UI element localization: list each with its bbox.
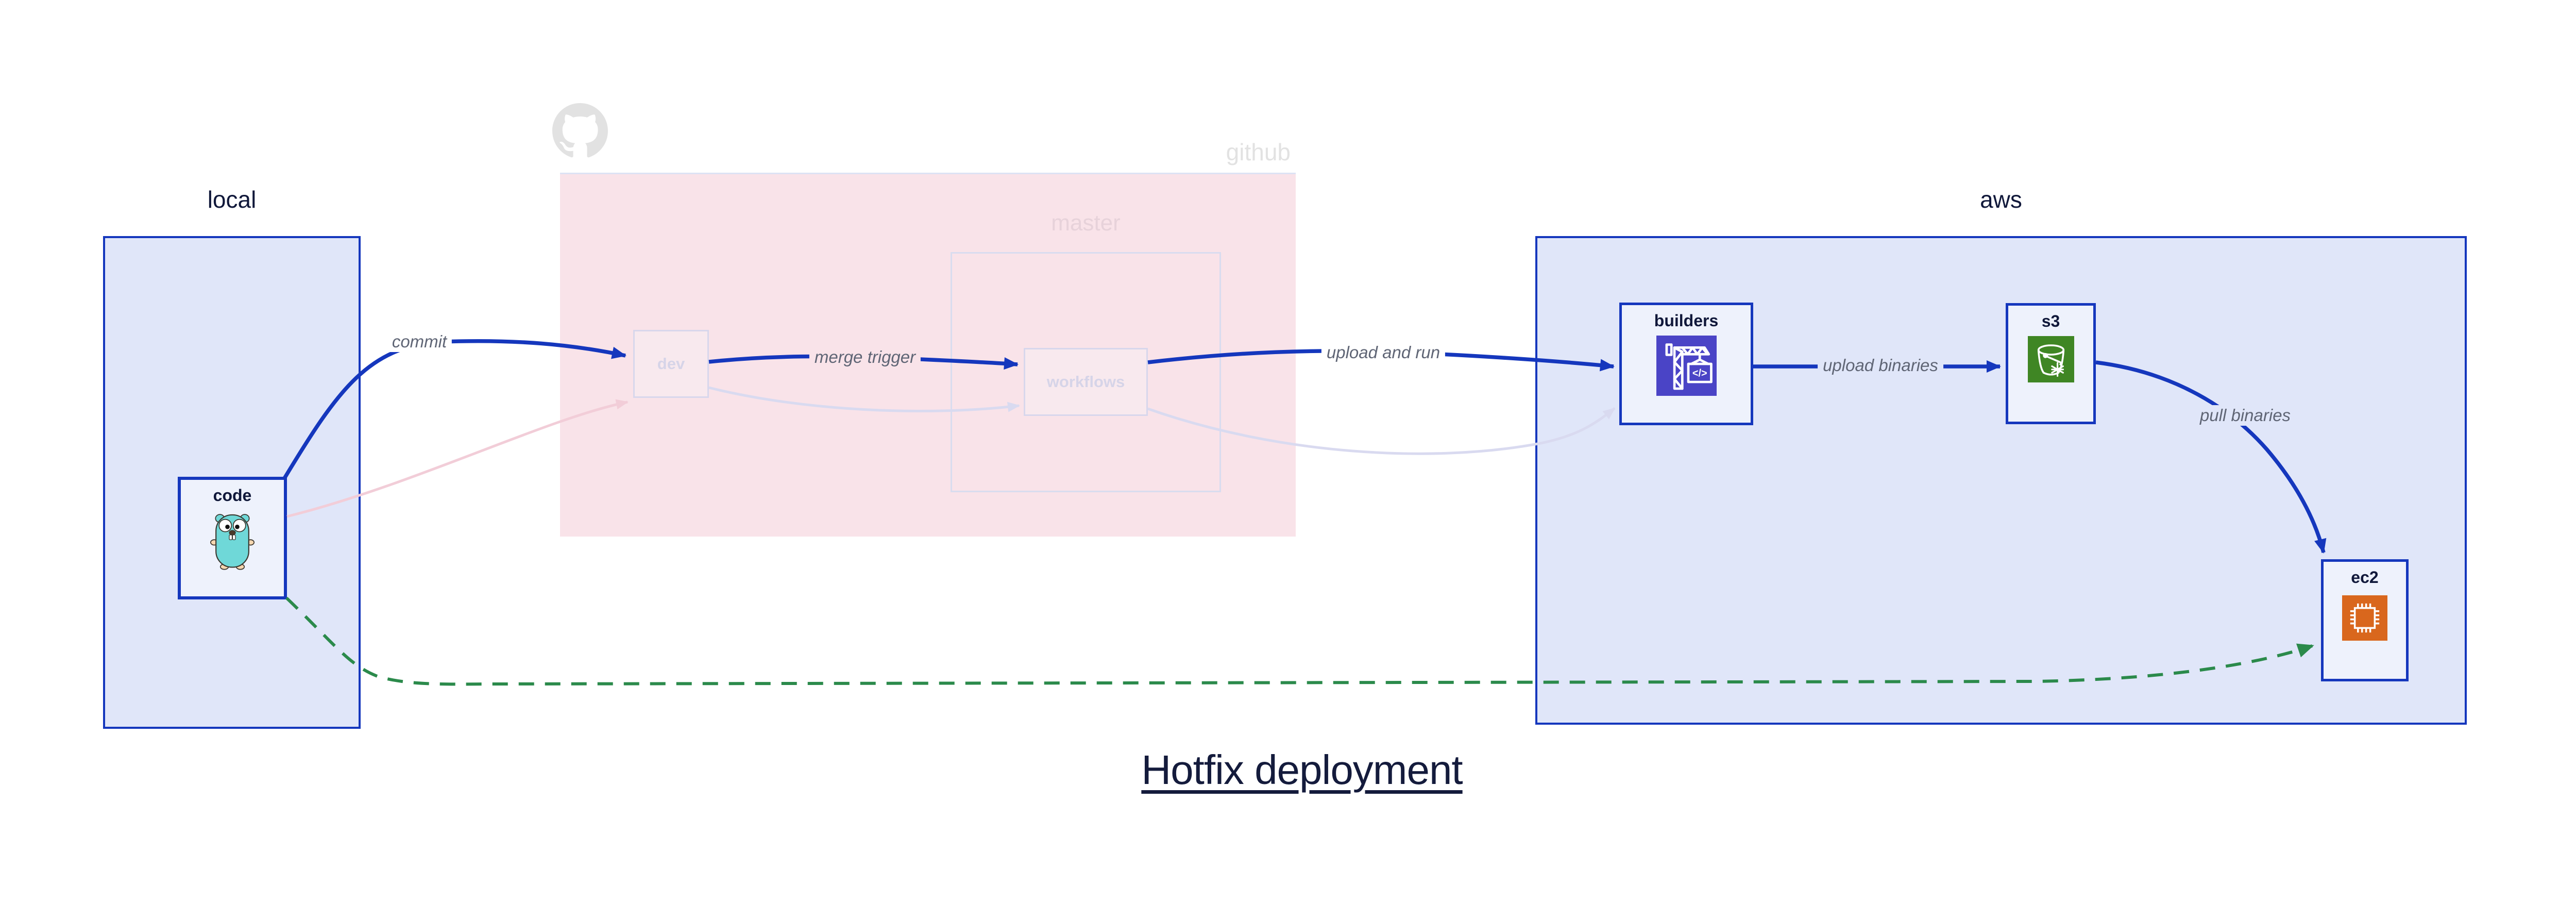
node-workflows-label: workflows xyxy=(1046,373,1125,391)
svg-text:</>: </> xyxy=(1692,368,1707,379)
edge-label-upload-binaries: upload binaries xyxy=(1818,355,1943,376)
github-watermark-label: github xyxy=(1226,139,1291,165)
node-workflows: workflows xyxy=(1024,348,1148,416)
node-builders: builders </> xyxy=(1619,303,1753,425)
group-master xyxy=(951,252,1221,492)
group-label-local: local xyxy=(207,186,257,213)
diagram-title: Hotfix deployment xyxy=(0,746,2576,794)
node-s3: s3 xyxy=(2006,303,2096,424)
edge-label-upload-and-run: upload and run xyxy=(1321,342,1446,363)
aws-codebuild-icon: </> xyxy=(1656,336,1717,396)
github-octocat-icon xyxy=(552,103,608,158)
aws-ec2-chip-icon xyxy=(2342,595,2387,641)
node-code-label: code xyxy=(213,486,252,505)
node-dev-label: dev xyxy=(657,355,685,373)
go-gopher-icon xyxy=(210,514,255,570)
diagram-title-text: Hotfix deployment xyxy=(1141,747,1463,793)
group-label-aws: aws xyxy=(1980,186,2022,213)
edge-label-pull-binaries: pull binaries xyxy=(2194,405,2296,426)
node-ec2-label: ec2 xyxy=(2351,568,2379,587)
node-s3-label: s3 xyxy=(2041,312,2060,330)
node-builders-label: builders xyxy=(1654,311,1719,330)
node-dev: dev xyxy=(633,330,709,398)
edge-label-merge-trigger: merge trigger xyxy=(809,347,921,368)
node-code: code xyxy=(178,477,287,599)
node-ec2: ec2 xyxy=(2321,559,2409,681)
edge-label-commit: commit xyxy=(386,331,452,352)
group-label-master: master xyxy=(1051,210,1121,236)
aws-s3-bucket-icon xyxy=(2027,336,2074,382)
